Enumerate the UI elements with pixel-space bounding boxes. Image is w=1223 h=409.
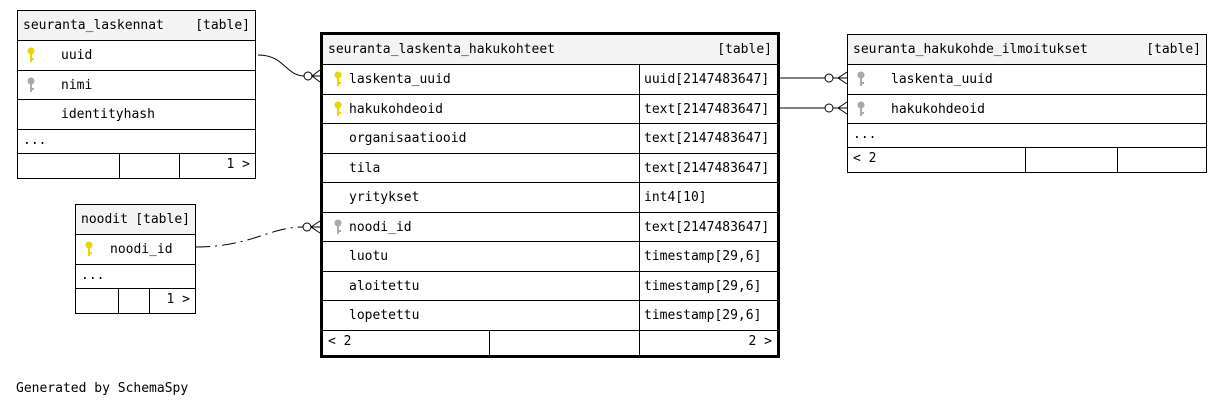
column-row[interactable]: yritykset int4[10]: [323, 183, 777, 213]
more-indicator: ...: [853, 127, 877, 142]
column-row[interactable]: laskenta_uuid: [848, 65, 1206, 95]
table-seuranta-laskennat[interactable]: seuranta_laskennat [table] uuid nimi ide…: [17, 10, 256, 179]
column-row[interactable]: laskenta_uuid uuid[2147483647]: [323, 65, 777, 95]
children-count[interactable]: 1 >: [166, 291, 190, 307]
table-footer: < 2: [848, 148, 1206, 172]
primary-key-icon: [333, 65, 347, 94]
table-tag: [table]: [195, 18, 250, 33]
column-name: tila: [349, 160, 381, 176]
column-type: timestamp[29,6]: [639, 271, 777, 301]
table-title: seuranta_hakukohde_ilmoitukset: [853, 42, 1088, 57]
more-indicator: ...: [81, 267, 105, 283]
relation-noodi-id: [195, 226, 304, 248]
parents-count[interactable]: < 2: [328, 333, 352, 349]
column-type: int4[10]: [639, 183, 777, 212]
column-name: hakukohdeoid: [891, 101, 985, 117]
column-row[interactable]: nimi: [18, 71, 255, 100]
children-count[interactable]: 2 >: [748, 333, 772, 349]
column-row[interactable]: aloitettu timestamp[29,6]: [323, 271, 777, 301]
column-name: nimi: [61, 77, 93, 93]
column-row[interactable]: hakukohdeoid: [848, 95, 1206, 124]
table-title: noodit: [81, 212, 128, 227]
column-row[interactable]: identityhash: [18, 100, 255, 130]
relation-laskenta-uuid: [257, 54, 306, 77]
table-header: noodit [table]: [76, 205, 195, 235]
table-tag: [table]: [135, 212, 190, 227]
more-row: ...: [848, 124, 1206, 148]
column-row[interactable]: noodi_id text[2147483647]: [323, 212, 777, 242]
table-tag: [table]: [1146, 42, 1201, 57]
column-name: uuid: [61, 48, 93, 63]
column-name: noodi_id: [110, 242, 173, 257]
column-row[interactable]: hakukohdeoid text[2147483647]: [323, 94, 777, 124]
primary-key-icon: [333, 95, 347, 124]
column-name: hakukohdeoid: [349, 101, 443, 117]
column-name: laskenta_uuid: [349, 72, 451, 87]
column-name: identityhash: [61, 107, 155, 122]
column-type: text[2147483647]: [639, 212, 777, 242]
column-type: text[2147483647]: [639, 94, 777, 124]
column-name: aloitettu: [349, 278, 420, 294]
column-name: laskenta_uuid: [891, 72, 993, 87]
column-name: noodi_id: [349, 219, 412, 235]
column-type: uuid[2147483647]: [639, 65, 777, 94]
table-title: seuranta_laskennat: [23, 18, 164, 33]
foreign-key-icon: [333, 213, 347, 242]
table-header: seuranta_laskenta_hakukohteet [table]: [323, 35, 777, 65]
foreign-key-icon: [26, 71, 40, 100]
foreign-key-icon: [856, 65, 870, 94]
table-footer: 1 >: [76, 288, 195, 313]
column-type: timestamp[29,6]: [639, 242, 777, 271]
column-name: organisaatiooid: [349, 131, 467, 146]
column-row[interactable]: luotu timestamp[29,6]: [323, 242, 777, 272]
table-seuranta-laskenta-hakukohteet[interactable]: seuranta_laskenta_hakukohteet [table] la…: [320, 32, 780, 358]
primary-key-icon: [84, 235, 98, 264]
table-title: seuranta_laskenta_hakukohteet: [328, 42, 555, 57]
column-row[interactable]: noodi_id: [76, 235, 195, 265]
table-noodit[interactable]: noodit [table] noodi_id ... 1 >: [75, 204, 196, 314]
table-footer: < 2 2 >: [323, 330, 777, 355]
more-indicator: ...: [23, 132, 47, 148]
column-name: lopetettu: [349, 308, 420, 323]
column-type: timestamp[29,6]: [639, 301, 777, 330]
column-row[interactable]: tila text[2147483647]: [323, 153, 777, 183]
column-row[interactable]: organisaatiooid text[2147483647]: [323, 124, 777, 154]
column-name: luotu: [349, 249, 389, 264]
table-tag: [table]: [717, 42, 772, 57]
table-footer: 1 >: [18, 153, 255, 178]
more-row: ...: [18, 130, 255, 154]
column-type: text[2147483647]: [639, 153, 777, 183]
column-type: text[2147483647]: [639, 124, 777, 153]
primary-key-icon: [26, 41, 40, 70]
table-header: seuranta_hakukohde_ilmoitukset [table]: [848, 35, 1206, 65]
column-row[interactable]: lopetettu timestamp[29,6]: [323, 301, 777, 331]
more-row: ...: [76, 265, 195, 289]
parents-count[interactable]: < 2: [853, 151, 877, 166]
table-header: seuranta_laskennat [table]: [18, 11, 255, 41]
children-count[interactable]: 1 >: [226, 156, 250, 172]
column-row[interactable]: uuid: [18, 41, 255, 71]
column-name: yritykset: [349, 190, 420, 205]
table-seuranta-hakukohde-ilmoitukset[interactable]: seuranta_hakukohde_ilmoitukset [table] l…: [847, 34, 1207, 173]
generated-by-label: Generated by SchemaSpy: [16, 381, 189, 396]
foreign-key-icon: [856, 95, 870, 124]
